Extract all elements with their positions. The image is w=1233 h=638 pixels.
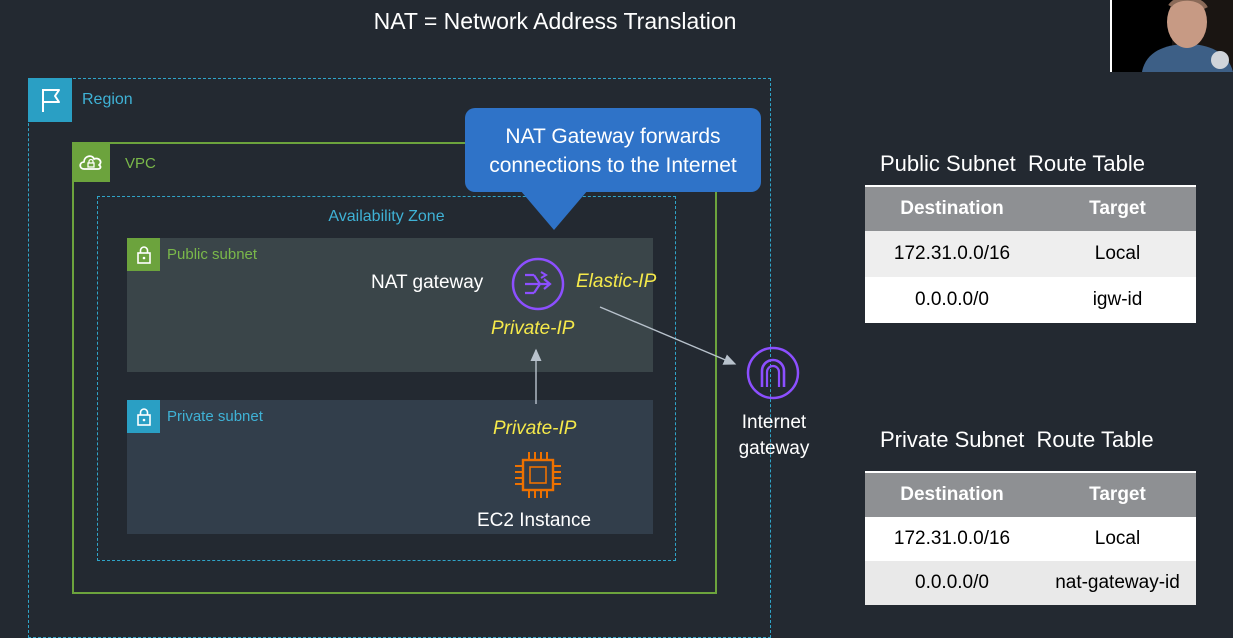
presenter-webcam bbox=[1112, 0, 1233, 72]
internet-gateway-label: Internet gateway bbox=[722, 410, 826, 462]
lock-icon bbox=[127, 238, 160, 271]
target-cell: igw-id bbox=[1039, 277, 1196, 323]
table-row: 0.0.0.0/0 igw-id bbox=[865, 277, 1196, 323]
column-header-target: Target bbox=[1039, 186, 1196, 231]
webcam-divider bbox=[1110, 0, 1112, 72]
callout-line-2: connections to the Internet bbox=[489, 154, 737, 177]
public-route-table: Destination Target 172.31.0.0/16 Local 0… bbox=[865, 185, 1196, 323]
destination-cell: 0.0.0.0/0 bbox=[865, 561, 1039, 605]
table-header-row: Destination Target bbox=[865, 472, 1196, 517]
private-subnet-label: Private subnet bbox=[167, 408, 263, 425]
connector-arrows bbox=[530, 306, 737, 404]
ec2-instance-label: EC2 Instance bbox=[477, 510, 592, 531]
availability-zone-boundary bbox=[97, 196, 676, 561]
destination-cell: 0.0.0.0/0 bbox=[865, 277, 1039, 323]
igw-label-line-1: Internet bbox=[741, 412, 807, 433]
target-cell: Local bbox=[1039, 517, 1196, 561]
private-route-table: Destination Target 172.31.0.0/16 Local 0… bbox=[865, 471, 1196, 605]
flag-icon bbox=[28, 78, 72, 122]
availability-zone-label: Availability Zone bbox=[328, 208, 445, 225]
table-row: 0.0.0.0/0 nat-gateway-id bbox=[865, 561, 1196, 605]
vpc-boundary bbox=[72, 142, 717, 594]
vpc-label: VPC bbox=[125, 155, 156, 172]
nat-gateway-icon bbox=[510, 256, 566, 312]
destination-cell: 172.31.0.0/16 bbox=[865, 231, 1039, 277]
cloud-lock-icon bbox=[72, 142, 110, 182]
target-cell: Local bbox=[1039, 231, 1196, 277]
nat-gateway-label: NAT gateway bbox=[371, 272, 484, 293]
page-title: NAT = Network Address Translation bbox=[373, 8, 737, 34]
chip-icon bbox=[511, 448, 565, 502]
region-label: Region bbox=[82, 91, 133, 108]
nat-to-igw-arrow bbox=[599, 306, 737, 365]
column-header-target: Target bbox=[1039, 472, 1196, 517]
target-cell: nat-gateway-id bbox=[1039, 561, 1196, 605]
lock-icon bbox=[127, 400, 160, 433]
table-row: 172.31.0.0/16 Local bbox=[865, 517, 1196, 561]
public-subnet bbox=[127, 238, 653, 372]
ec2-private-ip-label: Private-IP bbox=[493, 418, 577, 439]
public-subnet-label: Public subnet bbox=[167, 246, 258, 263]
nat-gateway-callout: NAT Gateway forwards connections to the … bbox=[465, 108, 761, 192]
elastic-ip-label: Elastic-IP bbox=[576, 271, 657, 292]
table-row: 172.31.0.0/16 Local bbox=[865, 231, 1196, 277]
igw-label-line-2: gateway bbox=[738, 438, 810, 459]
table-header-row: Destination Target bbox=[865, 186, 1196, 231]
private-subnet bbox=[127, 400, 653, 534]
column-header-destination: Destination bbox=[865, 186, 1039, 231]
column-header-destination: Destination bbox=[865, 472, 1039, 517]
private-route-table-title: Private Subnet Route Table bbox=[880, 427, 1154, 452]
public-route-table-title: Public Subnet Route Table bbox=[880, 151, 1145, 176]
nat-private-ip-label: Private-IP bbox=[491, 318, 575, 339]
callout-pointer bbox=[520, 190, 588, 230]
destination-cell: 172.31.0.0/16 bbox=[865, 517, 1039, 561]
internet-gateway-icon bbox=[745, 345, 801, 401]
callout-line-1: NAT Gateway forwards bbox=[505, 125, 721, 148]
